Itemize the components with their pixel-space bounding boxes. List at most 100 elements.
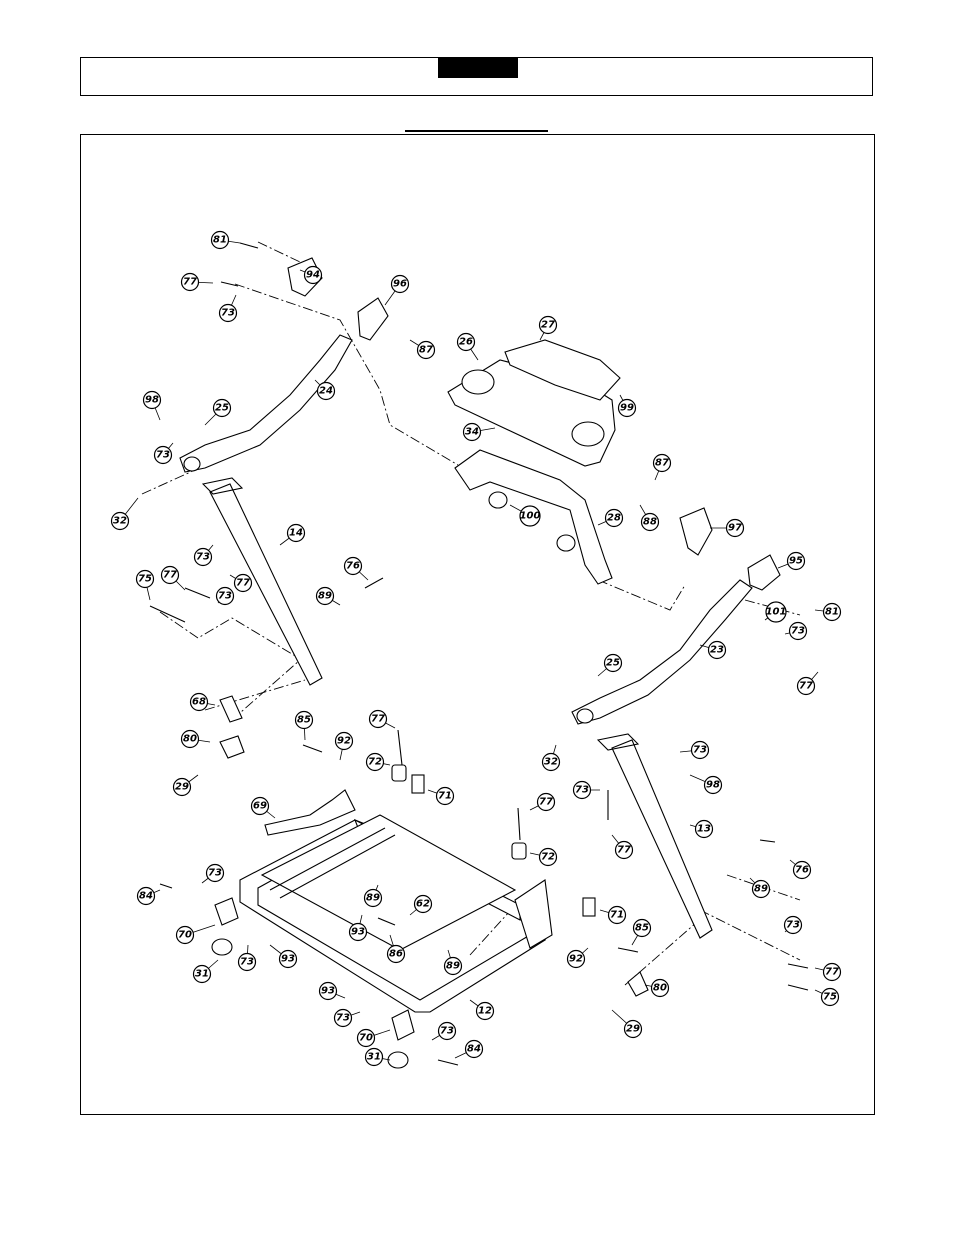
callout-label: 70 — [359, 1033, 373, 1044]
part-callout: 101 — [765, 601, 787, 623]
callout-circle — [160, 565, 180, 585]
part-callout: 77 — [822, 962, 842, 982]
callout-label: 88 — [643, 517, 657, 528]
callout-label: 27 — [541, 320, 555, 331]
part-callout: 29 — [172, 777, 192, 797]
callout-label: 31 — [367, 1052, 381, 1063]
callout-circle — [566, 949, 586, 969]
part-callout: 87 — [416, 340, 436, 360]
callout-circle — [318, 981, 338, 1001]
callout-circle — [536, 792, 556, 812]
callout-circle — [538, 315, 558, 335]
plate-68 — [219, 695, 243, 723]
callout-circle — [786, 551, 806, 571]
callout-circle — [110, 511, 130, 531]
callout-circle — [456, 332, 476, 352]
callout-label: 71 — [438, 791, 452, 802]
part-callout: 69 — [250, 796, 270, 816]
part-callout: 80 — [180, 729, 200, 749]
callout-circle — [703, 775, 723, 795]
callout-label: 97 — [728, 523, 742, 534]
part-callout: 84 — [464, 1039, 484, 1059]
part-callout: 89 — [443, 956, 463, 976]
callout-label: 85 — [297, 715, 311, 726]
callout-label: 96 — [393, 279, 407, 290]
part-callout: 13 — [694, 819, 714, 839]
callout-circle — [368, 709, 388, 729]
tube-end — [576, 708, 594, 724]
wheel-31b — [387, 1051, 409, 1069]
callout-circle — [572, 780, 592, 800]
callout-circle — [180, 272, 200, 292]
grip-100 — [488, 491, 508, 509]
callout-label: 89 — [318, 591, 332, 602]
callout-circle — [751, 879, 771, 899]
callout-circle — [632, 918, 652, 938]
part-callout: 24 — [316, 381, 336, 401]
part-callout: 93 — [278, 949, 298, 969]
callout-circle — [356, 1028, 376, 1048]
callout-circle — [192, 964, 212, 984]
callout-circle — [604, 508, 624, 528]
plate-80 — [219, 735, 245, 759]
part-callout: 77 — [368, 709, 388, 729]
part-callout: 73 — [153, 445, 173, 465]
cap-71b — [582, 897, 596, 917]
bolt — [149, 242, 809, 1066]
callout-circle — [348, 922, 368, 942]
part-callout: 97 — [725, 518, 745, 538]
callout-label: 77 — [799, 681, 813, 692]
part-callout: 73 — [193, 547, 213, 567]
part-callout: 76 — [792, 860, 812, 880]
callout-label: 76 — [795, 865, 809, 876]
callout-circle — [640, 512, 660, 532]
bracket-96 — [357, 297, 389, 341]
part-callout: 77 — [796, 676, 816, 696]
callout-label: 73 — [791, 626, 805, 637]
callout-circle — [541, 752, 561, 772]
callout-label: 77 — [163, 570, 177, 581]
assembly-line — [699, 909, 801, 961]
callout-circle — [142, 390, 162, 410]
callout-label: 73 — [218, 591, 232, 602]
column-13 — [611, 739, 713, 939]
callout-circle — [519, 505, 541, 527]
column-14 — [209, 483, 323, 686]
part-callout: 77 — [233, 573, 253, 593]
callout-label: 32 — [113, 516, 127, 527]
callout-circle — [413, 894, 433, 914]
callout-circle — [136, 886, 156, 906]
part-callout: 26 — [456, 332, 476, 352]
assembly-line — [597, 579, 686, 611]
callout-circle — [386, 944, 406, 964]
part-callout: 25 — [212, 398, 232, 418]
part-callout: 75 — [135, 569, 155, 589]
callout-label: 86 — [389, 949, 403, 960]
parts-drawing — [141, 241, 809, 1069]
callout-label: 69 — [253, 801, 267, 812]
callout-circle — [334, 731, 354, 751]
part-callout: 77 — [614, 840, 634, 860]
callout-label: 73 — [208, 868, 222, 879]
callout-label: 87 — [419, 345, 433, 356]
assembly-line — [234, 283, 459, 466]
part-callout: 73 — [215, 586, 235, 606]
callout-circle — [707, 640, 727, 660]
callout-label: 13 — [697, 824, 711, 835]
part-callout: 93 — [318, 981, 338, 1001]
part-callout: 73 — [437, 1021, 457, 1041]
callout-label: 72 — [541, 852, 555, 863]
callout-label: 34 — [465, 427, 479, 438]
part-callout: 92 — [334, 731, 354, 751]
callout-label: 25 — [606, 658, 620, 669]
callout-label: 71 — [610, 910, 624, 921]
console-cup-left — [461, 369, 495, 395]
callout-label: 92 — [337, 736, 351, 747]
callout-label: 73 — [196, 552, 210, 563]
callout-label: 101 — [766, 607, 787, 618]
tube-end — [183, 456, 201, 472]
callout-label: 93 — [351, 927, 365, 938]
header-tab — [438, 58, 518, 78]
callout-label: 81 — [825, 607, 839, 618]
